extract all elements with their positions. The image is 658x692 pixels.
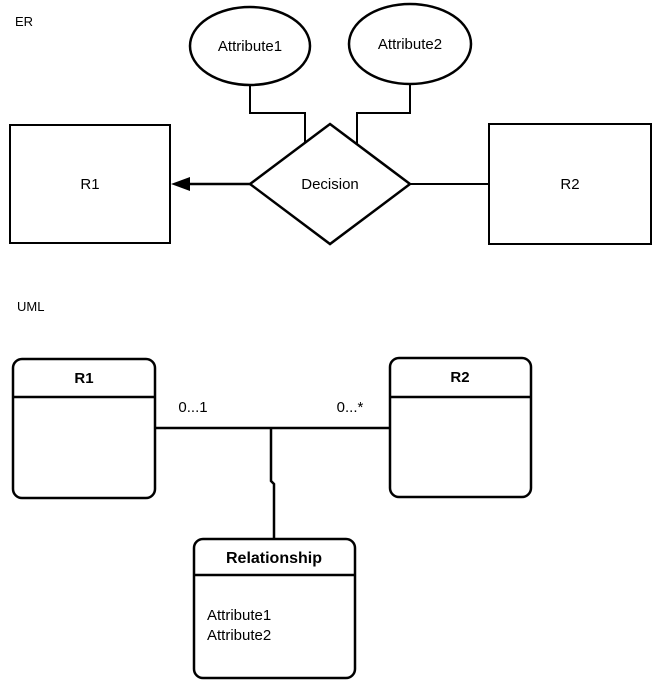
entity-r2-label: R2 [560, 176, 579, 193]
entity-r2-box [488, 123, 652, 245]
decision-diamond [247, 122, 413, 246]
multiplicity-right-label: 0...* [337, 399, 364, 416]
attribute1-ellipse [188, 5, 312, 87]
entity-r1-box [9, 124, 171, 244]
decision-label: Decision [301, 176, 359, 193]
attribute2-ellipse [347, 2, 473, 86]
entity-r1-label: R1 [80, 176, 99, 193]
uml-class-r1-box [11, 357, 157, 500]
connector-association-relationship [269, 428, 276, 539]
uml-class-r2-box [388, 356, 533, 499]
uml-section-label: UML [17, 299, 44, 314]
multiplicity-left-label: 0...1 [178, 399, 207, 416]
uml-class-r2-title: R2 [450, 369, 469, 386]
uml-relationship-attribute-2: Attribute2 [207, 627, 271, 644]
uml-class-relationship-title: Relationship [226, 550, 322, 567]
connector-attribute2-decision [356, 83, 411, 144]
uml-class-r1-title: R1 [74, 370, 93, 387]
attribute2-label: Attribute2 [378, 36, 442, 53]
arrowhead-into-r1 [171, 177, 190, 191]
uml-relationship-attribute-1: Attribute1 [207, 607, 271, 624]
er-section-label: ER [15, 14, 33, 29]
connector-attribute1-decision [249, 85, 306, 143]
attribute1-label: Attribute1 [218, 38, 282, 55]
